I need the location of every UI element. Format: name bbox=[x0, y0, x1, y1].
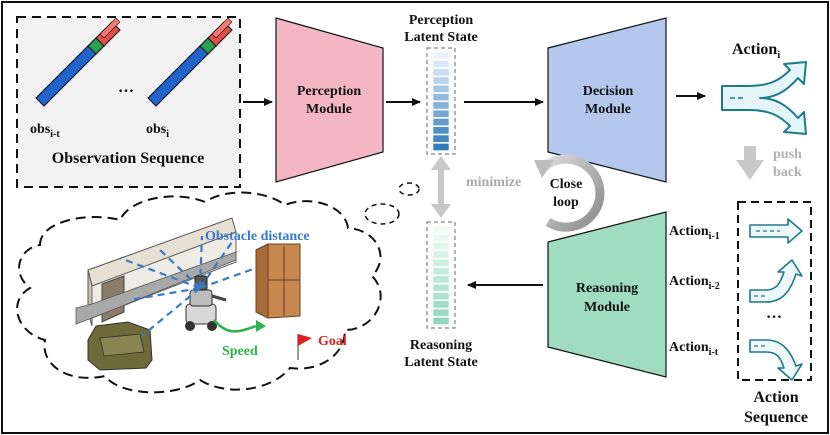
decision-module: Decision Module bbox=[547, 17, 667, 183]
push-back-line2: back bbox=[773, 165, 802, 180]
push-back-arrow bbox=[736, 146, 764, 180]
action-sequence-box bbox=[737, 201, 812, 381]
perception-latent-cell-7 bbox=[432, 101, 450, 110]
observation-bar-first bbox=[35, 17, 121, 107]
close-loop: Close loop bbox=[534, 154, 605, 232]
sofa-obstacle bbox=[87, 321, 153, 371]
observation-bar-last bbox=[147, 17, 233, 107]
reasoning-latent-cell-3 bbox=[432, 242, 450, 251]
close-loop-arrowhead bbox=[534, 160, 554, 178]
perception-latent-cell-3 bbox=[432, 68, 450, 77]
curve-right-arrow-icon bbox=[749, 339, 803, 381]
reasoning-module: Reasoning Module bbox=[547, 211, 667, 378]
observation-box: … obsi-t obsi Observation Sequence bbox=[16, 16, 241, 188]
observation-sequence-title: Observation Sequence bbox=[52, 150, 204, 167]
perception-latent-cell-1 bbox=[432, 51, 450, 60]
cabinet-obstacle bbox=[255, 243, 301, 319]
perception-latent-cell-10 bbox=[432, 126, 450, 135]
curve-left-arrow-icon bbox=[749, 259, 803, 303]
speed-arrowhead bbox=[256, 320, 266, 332]
perception-latent-cell-6 bbox=[432, 93, 450, 102]
action-seq-item-2: Actioni-2 bbox=[669, 274, 720, 292]
perception-latent-vector bbox=[432, 51, 450, 151]
reasoning-latent-line2: Latent State bbox=[404, 355, 478, 370]
perception-latent-cell-12 bbox=[432, 143, 450, 151]
reasoning-latent-cell-11 bbox=[432, 308, 450, 317]
reasoning-latent-cell-4 bbox=[432, 250, 450, 259]
action-current-label: Actioni bbox=[732, 41, 780, 61]
minimize-label: minimize bbox=[466, 175, 521, 190]
reasoning-latent-cell-8 bbox=[432, 283, 450, 292]
goal-flag-icon bbox=[297, 334, 312, 360]
thought-bubbles bbox=[364, 182, 420, 225]
reasoning-latent-cell-5 bbox=[432, 258, 450, 267]
perception-latent-cell-9 bbox=[432, 118, 450, 127]
perception-module-line2: Module bbox=[306, 102, 352, 117]
perception-latent-cell-2 bbox=[432, 59, 450, 68]
reasoning-latent-cell-1 bbox=[432, 225, 450, 234]
action-seq-dots: … bbox=[766, 305, 782, 322]
reasoning-latent-frame bbox=[426, 221, 456, 329]
reasoning-latent-cell-2 bbox=[432, 234, 450, 242]
reasoning-latent-cell-9 bbox=[432, 292, 450, 300]
action-sequence-title-line1: Action bbox=[753, 389, 798, 406]
perception-latent-cell-5 bbox=[432, 84, 450, 93]
distance-lines bbox=[119, 235, 257, 337]
perception-module: Perception Module bbox=[275, 17, 384, 183]
action-sequence-title-line2: Sequence bbox=[744, 409, 808, 426]
fork-arrow-icon bbox=[721, 61, 807, 135]
reasoning-latent-cell-12 bbox=[432, 316, 450, 325]
reasoning-latent-cell-6 bbox=[432, 267, 450, 276]
obs-first-label: obsi-t bbox=[30, 122, 60, 140]
close-loop-ring bbox=[539, 154, 605, 232]
reasoning-latent-vector bbox=[432, 225, 450, 325]
reasoning-module-line1: Reasoning bbox=[576, 281, 638, 296]
perception-latent-cell-11 bbox=[432, 134, 450, 143]
reasoning-latent-cell-10 bbox=[432, 300, 450, 309]
close-loop-line1: Close bbox=[550, 177, 583, 192]
perception-latent-cell-8 bbox=[432, 109, 450, 118]
reasoning-latent-cell-7 bbox=[432, 275, 450, 284]
close-loop-line2: loop bbox=[553, 195, 579, 210]
reasoning-latent-line1: Reasoning bbox=[410, 338, 472, 353]
action-seq-item-3: Actioni-t bbox=[669, 340, 719, 358]
minimize-arrow bbox=[431, 156, 451, 218]
obs-last-label: obsi bbox=[146, 122, 169, 140]
obstacle-distance-label: Obstacle distance bbox=[205, 229, 310, 244]
reasoning-module-line2: Module bbox=[584, 300, 630, 315]
perception-latent-cell-4 bbox=[432, 76, 450, 85]
perception-module-line1: Perception bbox=[297, 84, 361, 99]
action-seq-item-1: Actioni-1 bbox=[669, 224, 720, 242]
speed-label: Speed bbox=[222, 344, 258, 359]
decision-module-line2: Module bbox=[585, 102, 631, 117]
robot bbox=[185, 275, 227, 331]
push-back-line1: push bbox=[773, 147, 802, 162]
perception-module-shape bbox=[275, 17, 384, 183]
perception-latent-line2: Latent State bbox=[404, 30, 478, 45]
decision-module-line1: Decision bbox=[583, 84, 634, 99]
goal-label: Goal bbox=[318, 334, 347, 349]
perception-latent-line1: Perception bbox=[409, 13, 473, 28]
observation-dots: … bbox=[118, 79, 134, 96]
speed-arrow bbox=[213, 319, 257, 333]
straight-arrow-icon bbox=[749, 218, 803, 244]
perception-latent-frame bbox=[426, 47, 456, 155]
